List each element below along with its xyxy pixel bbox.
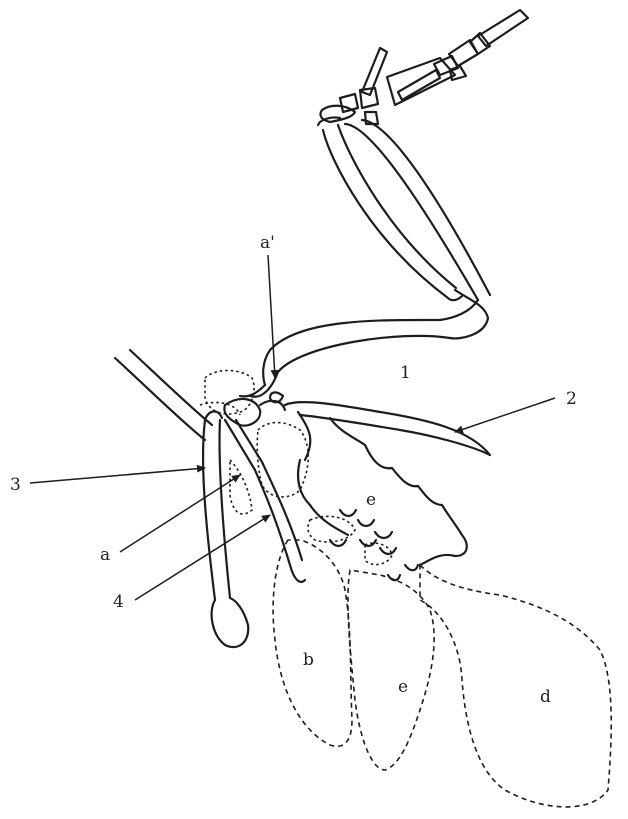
label-d: d	[540, 687, 551, 707]
label-a: a	[100, 545, 110, 565]
shoulder-girdle	[224, 399, 305, 582]
label-1: 1	[400, 363, 411, 383]
arrow-2	[455, 398, 555, 432]
label-e-upper: e	[366, 490, 376, 510]
label-e-lower: e	[398, 677, 408, 697]
label-3: 3	[10, 475, 21, 495]
label-2: 2	[566, 389, 577, 409]
arrow-4	[135, 515, 270, 600]
outline-b	[273, 540, 352, 746]
dotted-outlines	[200, 371, 392, 565]
wing-edge	[285, 402, 490, 565]
label-a-prime: a'	[260, 233, 275, 253]
body-contour	[115, 350, 212, 440]
label-4: 4	[113, 592, 124, 612]
label-b: b	[303, 650, 314, 670]
dashed-outlines	[273, 540, 611, 807]
arrow-3	[30, 468, 205, 483]
hand-digits	[320, 10, 528, 124]
arrow-a-prime	[268, 255, 275, 378]
humerus-bone	[240, 290, 488, 402]
diagram-labels: a' 1 2 3 a 4 e b e d	[10, 233, 577, 707]
e-region-arcs	[330, 510, 418, 580]
outline-d	[420, 565, 611, 807]
forearm-bones	[318, 117, 490, 300]
